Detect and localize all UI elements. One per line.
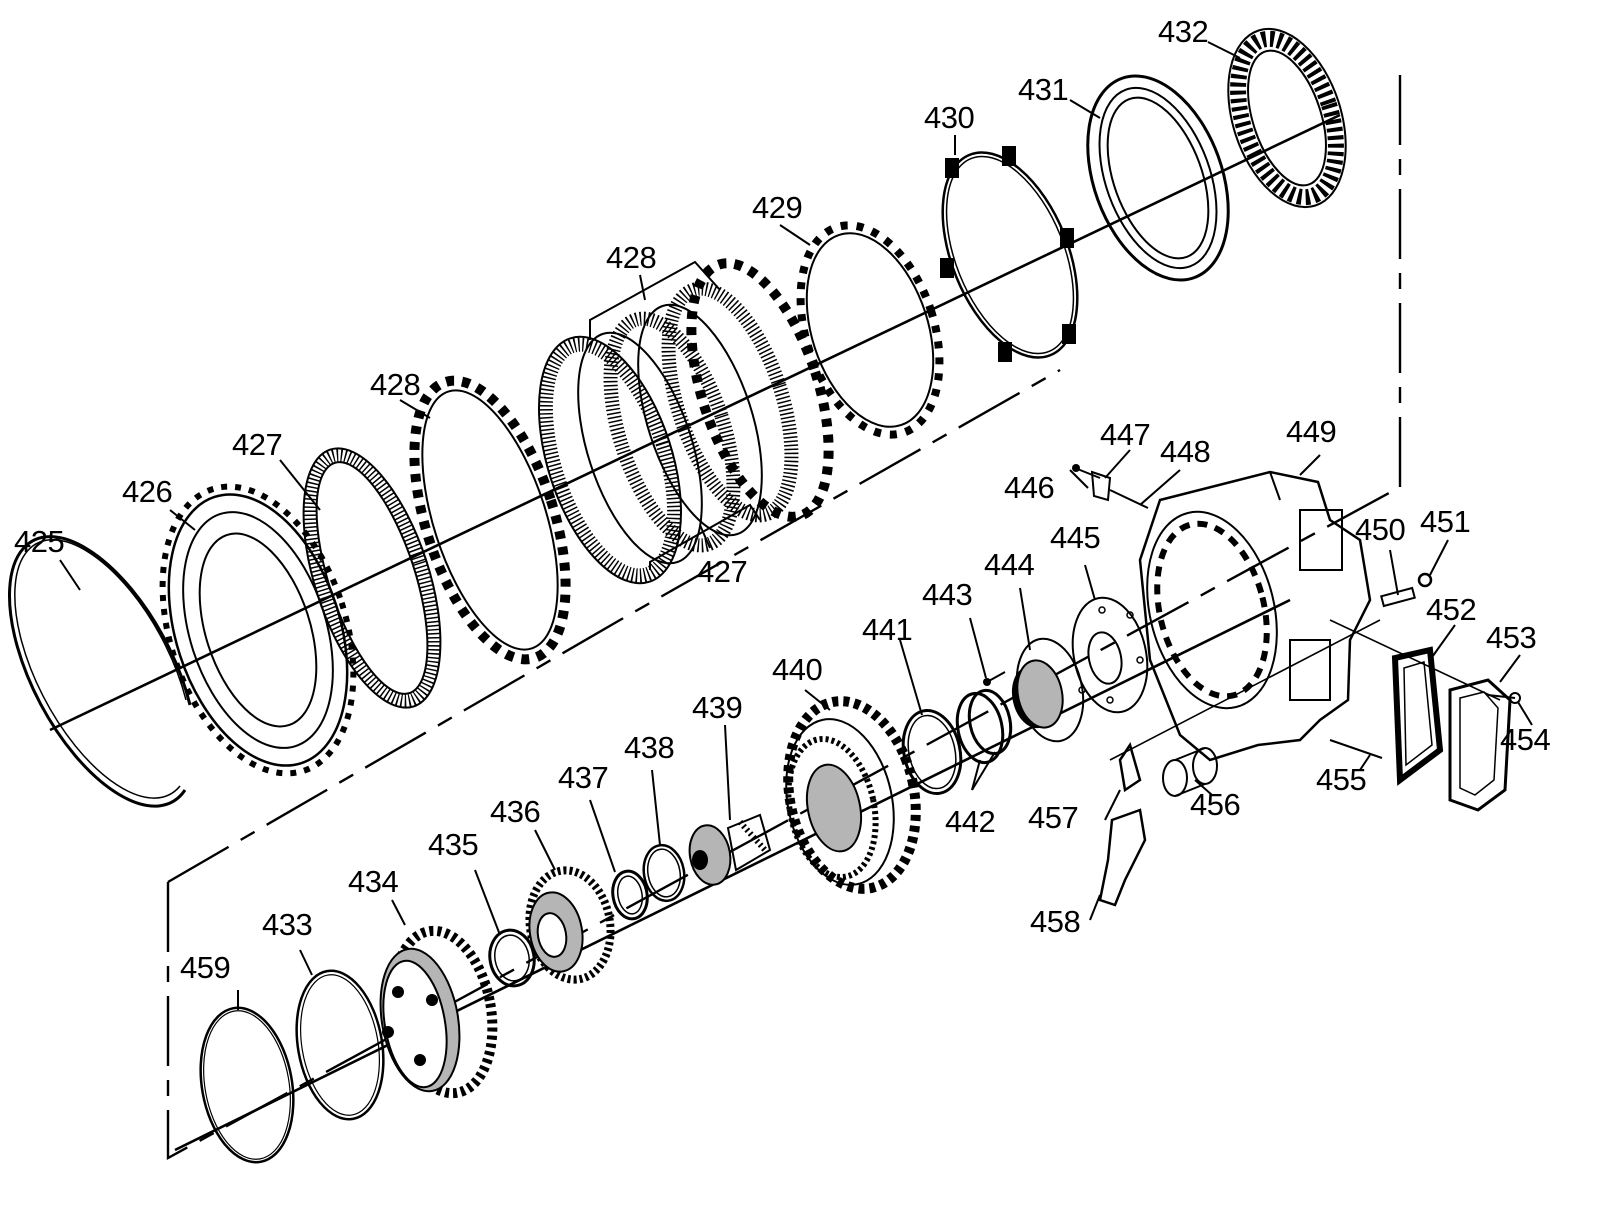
part-427-friction-plate-left: [302, 447, 442, 709]
part-455-pin: [1329, 739, 1383, 759]
part-436-sun-gear: [525, 866, 615, 984]
label-453: 453: [1486, 620, 1536, 655]
label-431: 431: [1018, 72, 1068, 107]
part-435-snap-ring: [488, 928, 536, 988]
part-430-spring-ring: [940, 146, 1079, 362]
label-426: 426: [122, 474, 172, 509]
label-458: 458: [1030, 904, 1080, 939]
label-448: 448: [1160, 434, 1210, 469]
label-447: 447: [1100, 417, 1150, 452]
part-445-gasket: [1071, 596, 1149, 714]
part-431-piston: [1086, 74, 1230, 282]
part-452-gasket: [1391, 646, 1444, 786]
panel-outline: [166, 75, 1402, 1161]
part-433-ring: [295, 969, 385, 1121]
lower-axis-line: [174, 598, 1291, 1152]
part-449-case: [1138, 470, 1372, 762]
label-441: 441: [862, 612, 912, 647]
label-440: 440: [772, 652, 822, 687]
part-451-plug: [1417, 572, 1433, 588]
label-435: 435: [428, 827, 478, 862]
part-444-support: [1011, 637, 1085, 743]
label-437: 437: [558, 760, 608, 795]
label-429: 429: [752, 190, 802, 225]
part-428-steel-plate-left: [409, 375, 571, 665]
part-440-clutch-housing: [783, 696, 921, 894]
part-clutch-pack: [537, 258, 834, 585]
label-427-upper: 427: [232, 427, 282, 462]
label-438: 438: [624, 730, 674, 765]
label-436: 436: [490, 794, 540, 829]
label-433: 433: [262, 907, 312, 942]
label-428-bracket: 428: [606, 240, 656, 275]
part-438-bearing: [642, 843, 686, 903]
label-450: 450: [1355, 512, 1405, 547]
label-454: 454: [1500, 722, 1550, 757]
part-446-448-small-parts: [1072, 464, 1149, 509]
label-449: 449: [1286, 414, 1336, 449]
part-434-planet-carrier: [379, 925, 498, 1099]
label-425: 425: [14, 524, 64, 559]
part-442-seal-rings: [955, 688, 1013, 765]
part-437-washer: [611, 869, 649, 921]
label-455: 455: [1316, 762, 1366, 797]
label-444: 444: [984, 547, 1034, 582]
label-443: 443: [922, 577, 972, 612]
label-459: 459: [180, 950, 230, 985]
part-459-ring: [199, 1006, 295, 1164]
label-451: 451: [1420, 504, 1470, 539]
label-456: 456: [1190, 787, 1240, 822]
label-434: 434: [348, 864, 398, 899]
label-427-bracket: 427: [697, 554, 747, 589]
part-441-seal-ring: [901, 709, 963, 795]
label-428-left: 428: [370, 367, 420, 402]
part-425-snap-ring: [7, 535, 192, 808]
part-labels: 425 426 427 428 428 427 429 430 431 432 …: [14, 14, 1551, 985]
label-439: 439: [692, 690, 742, 725]
label-452: 452: [1426, 592, 1476, 627]
part-443-bolt: [983, 671, 1006, 686]
upper-axis-line: [49, 113, 1341, 732]
leader-lines: [59, 41, 1533, 1010]
part-432-housing: [1227, 27, 1347, 209]
part-457-458-linkage: [1098, 742, 1147, 907]
part-454-bolt: [1487, 692, 1521, 704]
part-456-sleeve: [1162, 747, 1218, 797]
label-446: 446: [1004, 470, 1054, 505]
label-442: 442: [945, 804, 995, 839]
label-445: 445: [1050, 520, 1100, 555]
part-429-pressure-plate: [796, 221, 944, 439]
label-432: 432: [1158, 14, 1208, 49]
label-457: 457: [1028, 800, 1078, 835]
aux-axis-line-2: [1329, 619, 1501, 701]
part-453-cover: [1448, 678, 1512, 812]
label-430: 430: [924, 100, 974, 135]
part-439-shaft: [688, 813, 772, 886]
